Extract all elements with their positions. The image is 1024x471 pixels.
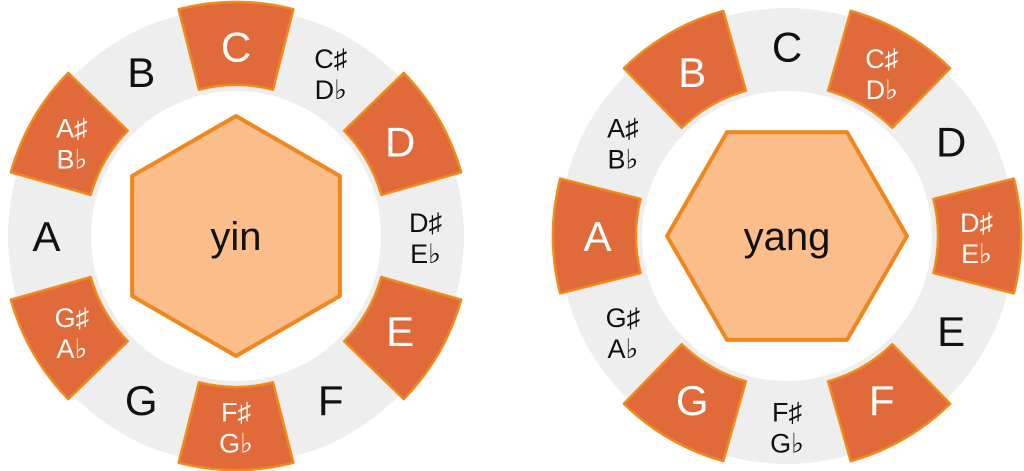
note-sharp-name: A♯: [56, 113, 88, 143]
note-name: D: [385, 118, 415, 165]
note-label: D♯E♭: [960, 208, 993, 269]
highlight-sector: [343, 275, 463, 401]
note-label: G♯A♭: [55, 303, 90, 364]
note-name: D: [936, 118, 966, 165]
note-label: G♯A♭: [606, 303, 641, 364]
highlight-sector: [622, 9, 748, 129]
highlight-sector: [826, 343, 952, 463]
note-label: D♯E♭: [409, 208, 442, 269]
highlight-sector: [932, 177, 1023, 295]
note-name: A: [32, 213, 60, 260]
note-label: C♯D♭: [314, 44, 347, 105]
note-name: E: [386, 308, 414, 355]
note-label: A♯B♭: [56, 113, 88, 174]
note-label: A: [32, 213, 60, 260]
note-flat-name: G♭: [219, 429, 253, 459]
note-flat-name: B♭: [608, 144, 639, 174]
note-label: A♯B♭: [607, 113, 639, 174]
note-sharp-name: F♯: [772, 398, 802, 428]
note-name: A: [583, 213, 611, 260]
note-label: F: [869, 377, 895, 424]
note-label: G: [676, 377, 709, 424]
note-label: F: [318, 377, 344, 424]
note-name: B: [127, 49, 155, 96]
note-sharp-name: C♯: [865, 44, 898, 74]
center-hexagon: [665, 130, 909, 342]
note-label: F♯G♭: [770, 398, 804, 459]
ring-background: [559, 8, 1015, 464]
note-label: C: [772, 24, 802, 71]
note-flat-name: A♭: [57, 334, 88, 364]
note-flat-name: E♭: [410, 239, 441, 269]
center-hexagon: [130, 114, 342, 358]
highlight-sector: [9, 71, 129, 197]
note-label: C: [221, 24, 251, 71]
note-label: F♯G♭: [219, 398, 253, 459]
highlight-sector: [343, 71, 463, 197]
note-flat-name: B♭: [57, 144, 88, 174]
note-name: F: [318, 377, 344, 424]
note-name: G: [676, 377, 709, 424]
note-name: G: [125, 377, 158, 424]
note-sharp-name: A♯: [607, 113, 639, 143]
note-sharp-name: C♯: [314, 44, 347, 74]
note-flat-name: A♭: [608, 334, 639, 364]
note-name: B: [678, 49, 706, 96]
note-sharp-name: G♯: [55, 303, 90, 333]
note-name: C: [772, 24, 802, 71]
highlight-sector: [826, 9, 952, 129]
note-sharp-name: F♯: [221, 398, 251, 428]
highlight-sector: [9, 275, 129, 401]
center-label: yang: [744, 215, 831, 259]
highlight-sector: [177, 381, 295, 471]
note-flat-name: G♭: [770, 429, 804, 459]
note-label: G: [125, 377, 158, 424]
note-name: C: [221, 24, 251, 71]
center-label: yin: [210, 215, 261, 259]
note-sharp-name: D♯: [409, 208, 442, 238]
note-name: F: [869, 377, 895, 424]
note-sharp-name: G♯: [606, 303, 641, 333]
highlight-sector: [177, 0, 295, 91]
ring-background: [8, 8, 464, 464]
note-label: B: [678, 49, 706, 96]
note-label: B: [127, 49, 155, 96]
note-flat-name: D♭: [866, 75, 898, 105]
note-name: E: [937, 308, 965, 355]
note-flat-name: E♭: [961, 239, 992, 269]
note-label: E: [937, 308, 965, 355]
note-label: D: [936, 118, 966, 165]
note-label: E: [386, 308, 414, 355]
highlight-sector: [551, 177, 642, 295]
highlight-sector: [622, 343, 748, 463]
note-sharp-name: D♯: [960, 208, 993, 238]
note-label: C♯D♭: [865, 44, 898, 105]
note-flat-name: D♭: [315, 75, 347, 105]
note-label: D: [385, 118, 415, 165]
note-label: A: [583, 213, 611, 260]
